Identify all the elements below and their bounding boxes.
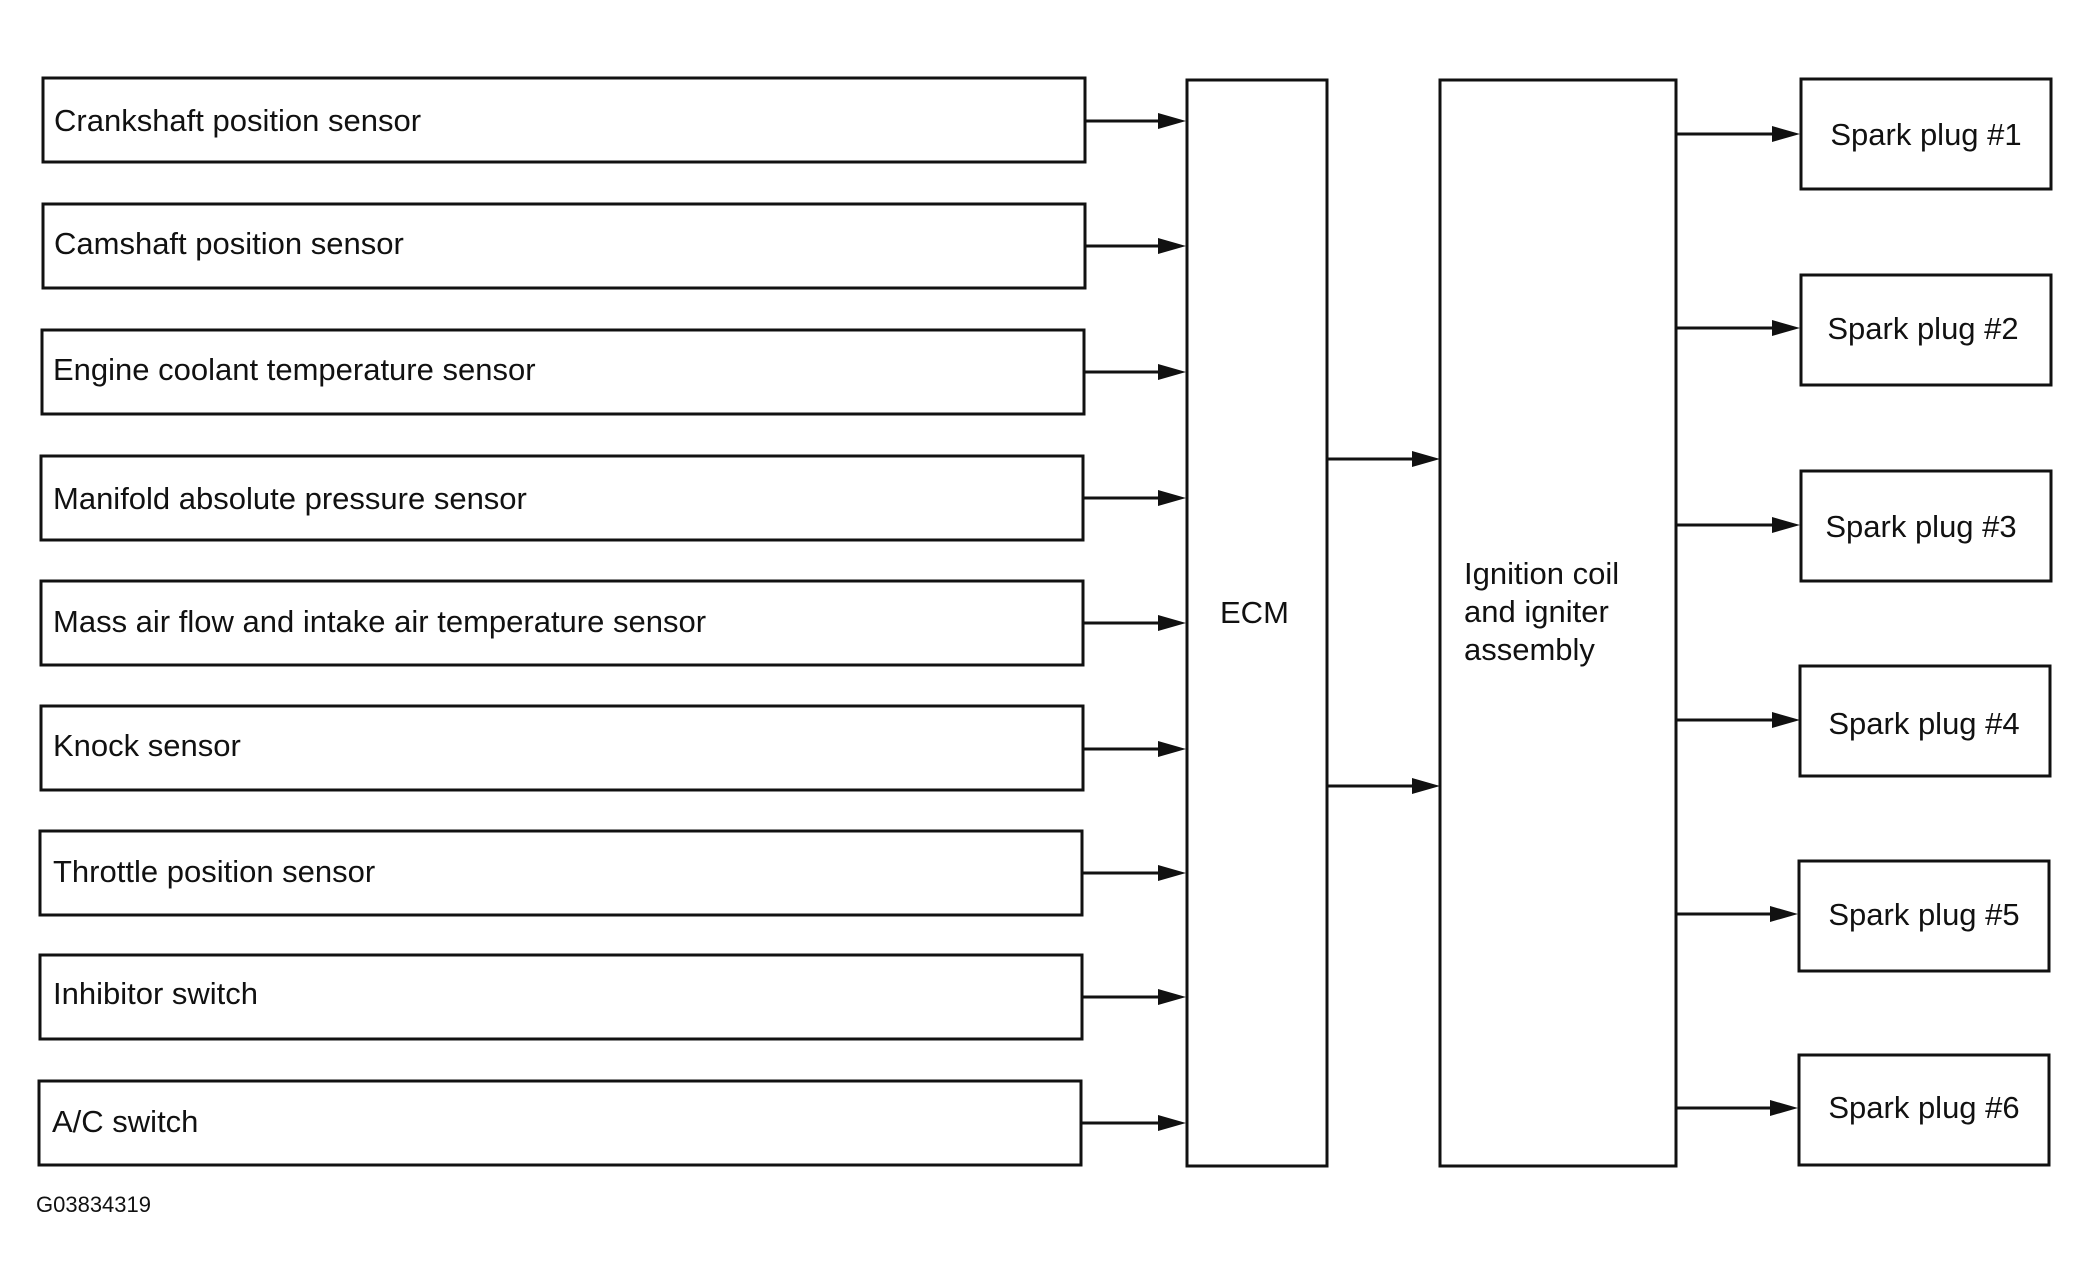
spark-plug-box <box>1799 469 2053 583</box>
input-label: A/C switch <box>52 1104 198 1139</box>
spark-plug-label: Spark plug #5 <box>1828 897 2019 932</box>
spark-plug-3: Spark plug #3 <box>1799 469 2053 583</box>
input-label: Knock sensor <box>53 728 241 763</box>
arrowhead <box>1158 238 1186 254</box>
ignition-label-line-3: assembly <box>1464 632 1595 667</box>
ignition-label-line-2: and igniter <box>1464 594 1609 629</box>
input-box-coolant <box>40 328 1086 416</box>
ecm-label: ECM <box>1220 595 1289 630</box>
spark-plug-1: Spark plug #1 <box>1799 77 2053 191</box>
spark-plug-label: Spark plug #2 <box>1827 311 2018 346</box>
spark-plug-6: Spark plug #6 <box>1797 1053 2051 1167</box>
spark-plug-label: Spark plug #1 <box>1830 117 2021 152</box>
arrowhead <box>1158 113 1186 129</box>
arrowhead <box>1158 989 1186 1005</box>
spark-plug-4: Spark plug #4 <box>1798 664 2052 778</box>
figure-code: G03834319 <box>36 1192 151 1217</box>
spark-plug-box <box>1798 664 2052 778</box>
input-1: Camshaft position sensor <box>41 202 1087 290</box>
ecm-box <box>1185 78 1329 1168</box>
ignition-label-line-1: Ignition coil <box>1464 556 1619 591</box>
arrowhead <box>1158 1115 1186 1131</box>
spark-plug-label: Spark plug #6 <box>1828 1090 2019 1125</box>
arrowhead <box>1772 712 1800 728</box>
input-label: Throttle position sensor <box>53 854 375 889</box>
spark-plug-box <box>1797 859 2051 973</box>
input-4: Mass air flow and intake air temperature… <box>39 579 1085 667</box>
arrowhead <box>1158 364 1186 380</box>
arrowhead <box>1770 906 1798 922</box>
spark-plug-box <box>1799 273 2053 387</box>
ecm-block: ECM <box>1185 78 1329 1168</box>
arrowhead <box>1412 778 1440 794</box>
arrowhead <box>1772 126 1800 142</box>
spark-plug-arrows <box>1676 126 1800 1116</box>
input-box-knock <box>39 704 1085 792</box>
spark-plug-5: Spark plug #5 <box>1797 859 2051 973</box>
input-label: Engine coolant temperature sensor <box>53 352 536 387</box>
input-box-inhibitor <box>38 953 1084 1041</box>
input-label: Crankshaft position sensor <box>54 103 421 138</box>
input-label: Camshaft position sensor <box>54 226 404 261</box>
input-7: Inhibitor switch <box>38 953 1084 1041</box>
input-box-ac-switch <box>37 1079 1083 1167</box>
spark-plug-box <box>1797 1053 2051 1167</box>
input-box-crankshaft <box>41 76 1087 164</box>
input-arrows <box>1081 113 1186 1131</box>
arrowhead <box>1158 741 1186 757</box>
input-8: A/C switch <box>37 1079 1083 1167</box>
ignition-box <box>1438 78 1678 1168</box>
spark-plug-label: Spark plug #3 <box>1825 509 2016 544</box>
arrowhead <box>1158 490 1186 506</box>
input-box-throttle <box>38 829 1084 917</box>
input-label: Mass air flow and intake air temperature… <box>53 604 706 639</box>
spark-plug-label: Spark plug #4 <box>1828 706 2019 741</box>
ignition-block: Ignition coil and igniter assembly <box>1438 78 1678 1168</box>
input-label: Inhibitor switch <box>53 976 258 1011</box>
ecm-output-arrows <box>1327 451 1440 794</box>
input-6: Throttle position sensor <box>38 829 1084 917</box>
input-label: Manifold absolute pressure sensor <box>53 481 527 516</box>
spark-plug-2: Spark plug #2 <box>1799 273 2053 387</box>
input-box-mass-air-flow <box>39 579 1085 667</box>
arrowhead <box>1772 320 1800 336</box>
arrowhead <box>1158 615 1186 631</box>
input-2: Engine coolant temperature sensor <box>40 328 1086 416</box>
arrowhead <box>1158 865 1186 881</box>
arrowhead <box>1770 1100 1798 1116</box>
input-3: Manifold absolute pressure sensor <box>39 454 1085 542</box>
input-box-camshaft <box>41 202 1087 290</box>
input-0: Crankshaft position sensor <box>41 76 1087 164</box>
input-5: Knock sensor <box>39 704 1085 792</box>
arrowhead <box>1772 517 1800 533</box>
spark-plug-box <box>1799 77 2053 191</box>
arrowhead <box>1412 451 1440 467</box>
